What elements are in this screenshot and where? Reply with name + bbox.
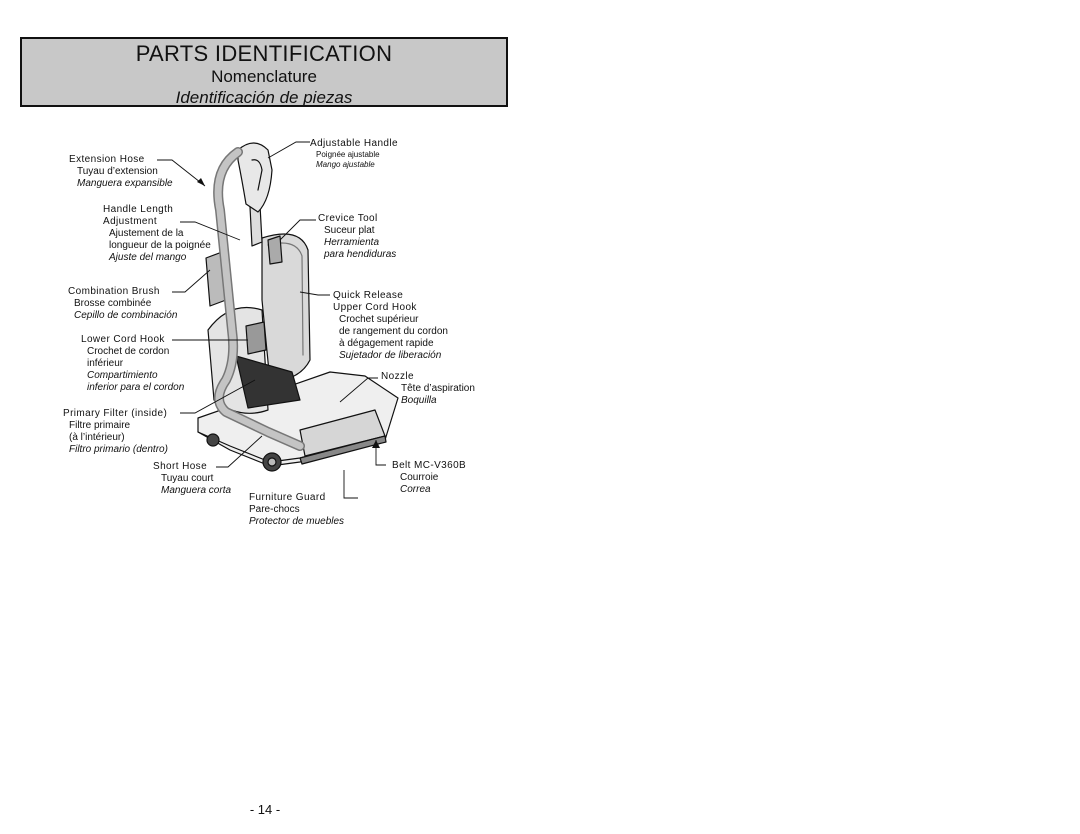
subtitle-french: Nomenclature: [211, 67, 317, 86]
label-adjustable-handle: Adjustable Handle Poignée ajustable Mang…: [310, 138, 398, 169]
label-short-hose: Short Hose Tuyau court Manguera corta: [153, 461, 232, 496]
label-crevice-tool: Crevice Tool Suceur plat Herramienta par…: [318, 213, 397, 260]
label-nozzle: Nozzle Tête d’aspiration Boquilla: [381, 371, 475, 406]
label-handle-length-adjustment: Handle Length Adjustment Ajustement de l…: [103, 204, 211, 263]
lower-cord-hook: [245, 321, 267, 355]
label-furniture-guard: Furniture Guard Pare-chocs Protector de …: [249, 492, 345, 527]
rear-wheel-right: [206, 433, 220, 447]
page-number: - 14 -: [249, 802, 281, 817]
label-quick-release: Quick Release Upper Cord Hook Crochet su…: [333, 290, 448, 361]
title-box: PARTS IDENTIFICATION Nomenclature Identi…: [20, 37, 508, 107]
adjustable-handle: [237, 142, 273, 213]
furniture-guard: [299, 435, 387, 465]
page-title: PARTS IDENTIFICATION: [135, 41, 393, 66]
label-belt: Belt MC-V360B Courroie Correa: [392, 460, 467, 495]
label-extension-hose: Extension Hose Tuyau d’extension Manguer…: [69, 154, 173, 189]
subtitle-spanish: Identificación de piezas: [175, 88, 353, 107]
label-combination-brush: Combination Brush Brosse combinée Cepill…: [68, 286, 178, 321]
label-primary-filter: Primary Filter (inside) Filtre primaire …: [63, 408, 168, 455]
label-lower-cord-hook: Lower Cord Hook Crochet de cordon inféri…: [81, 334, 185, 393]
crevice-tool: [267, 235, 283, 265]
